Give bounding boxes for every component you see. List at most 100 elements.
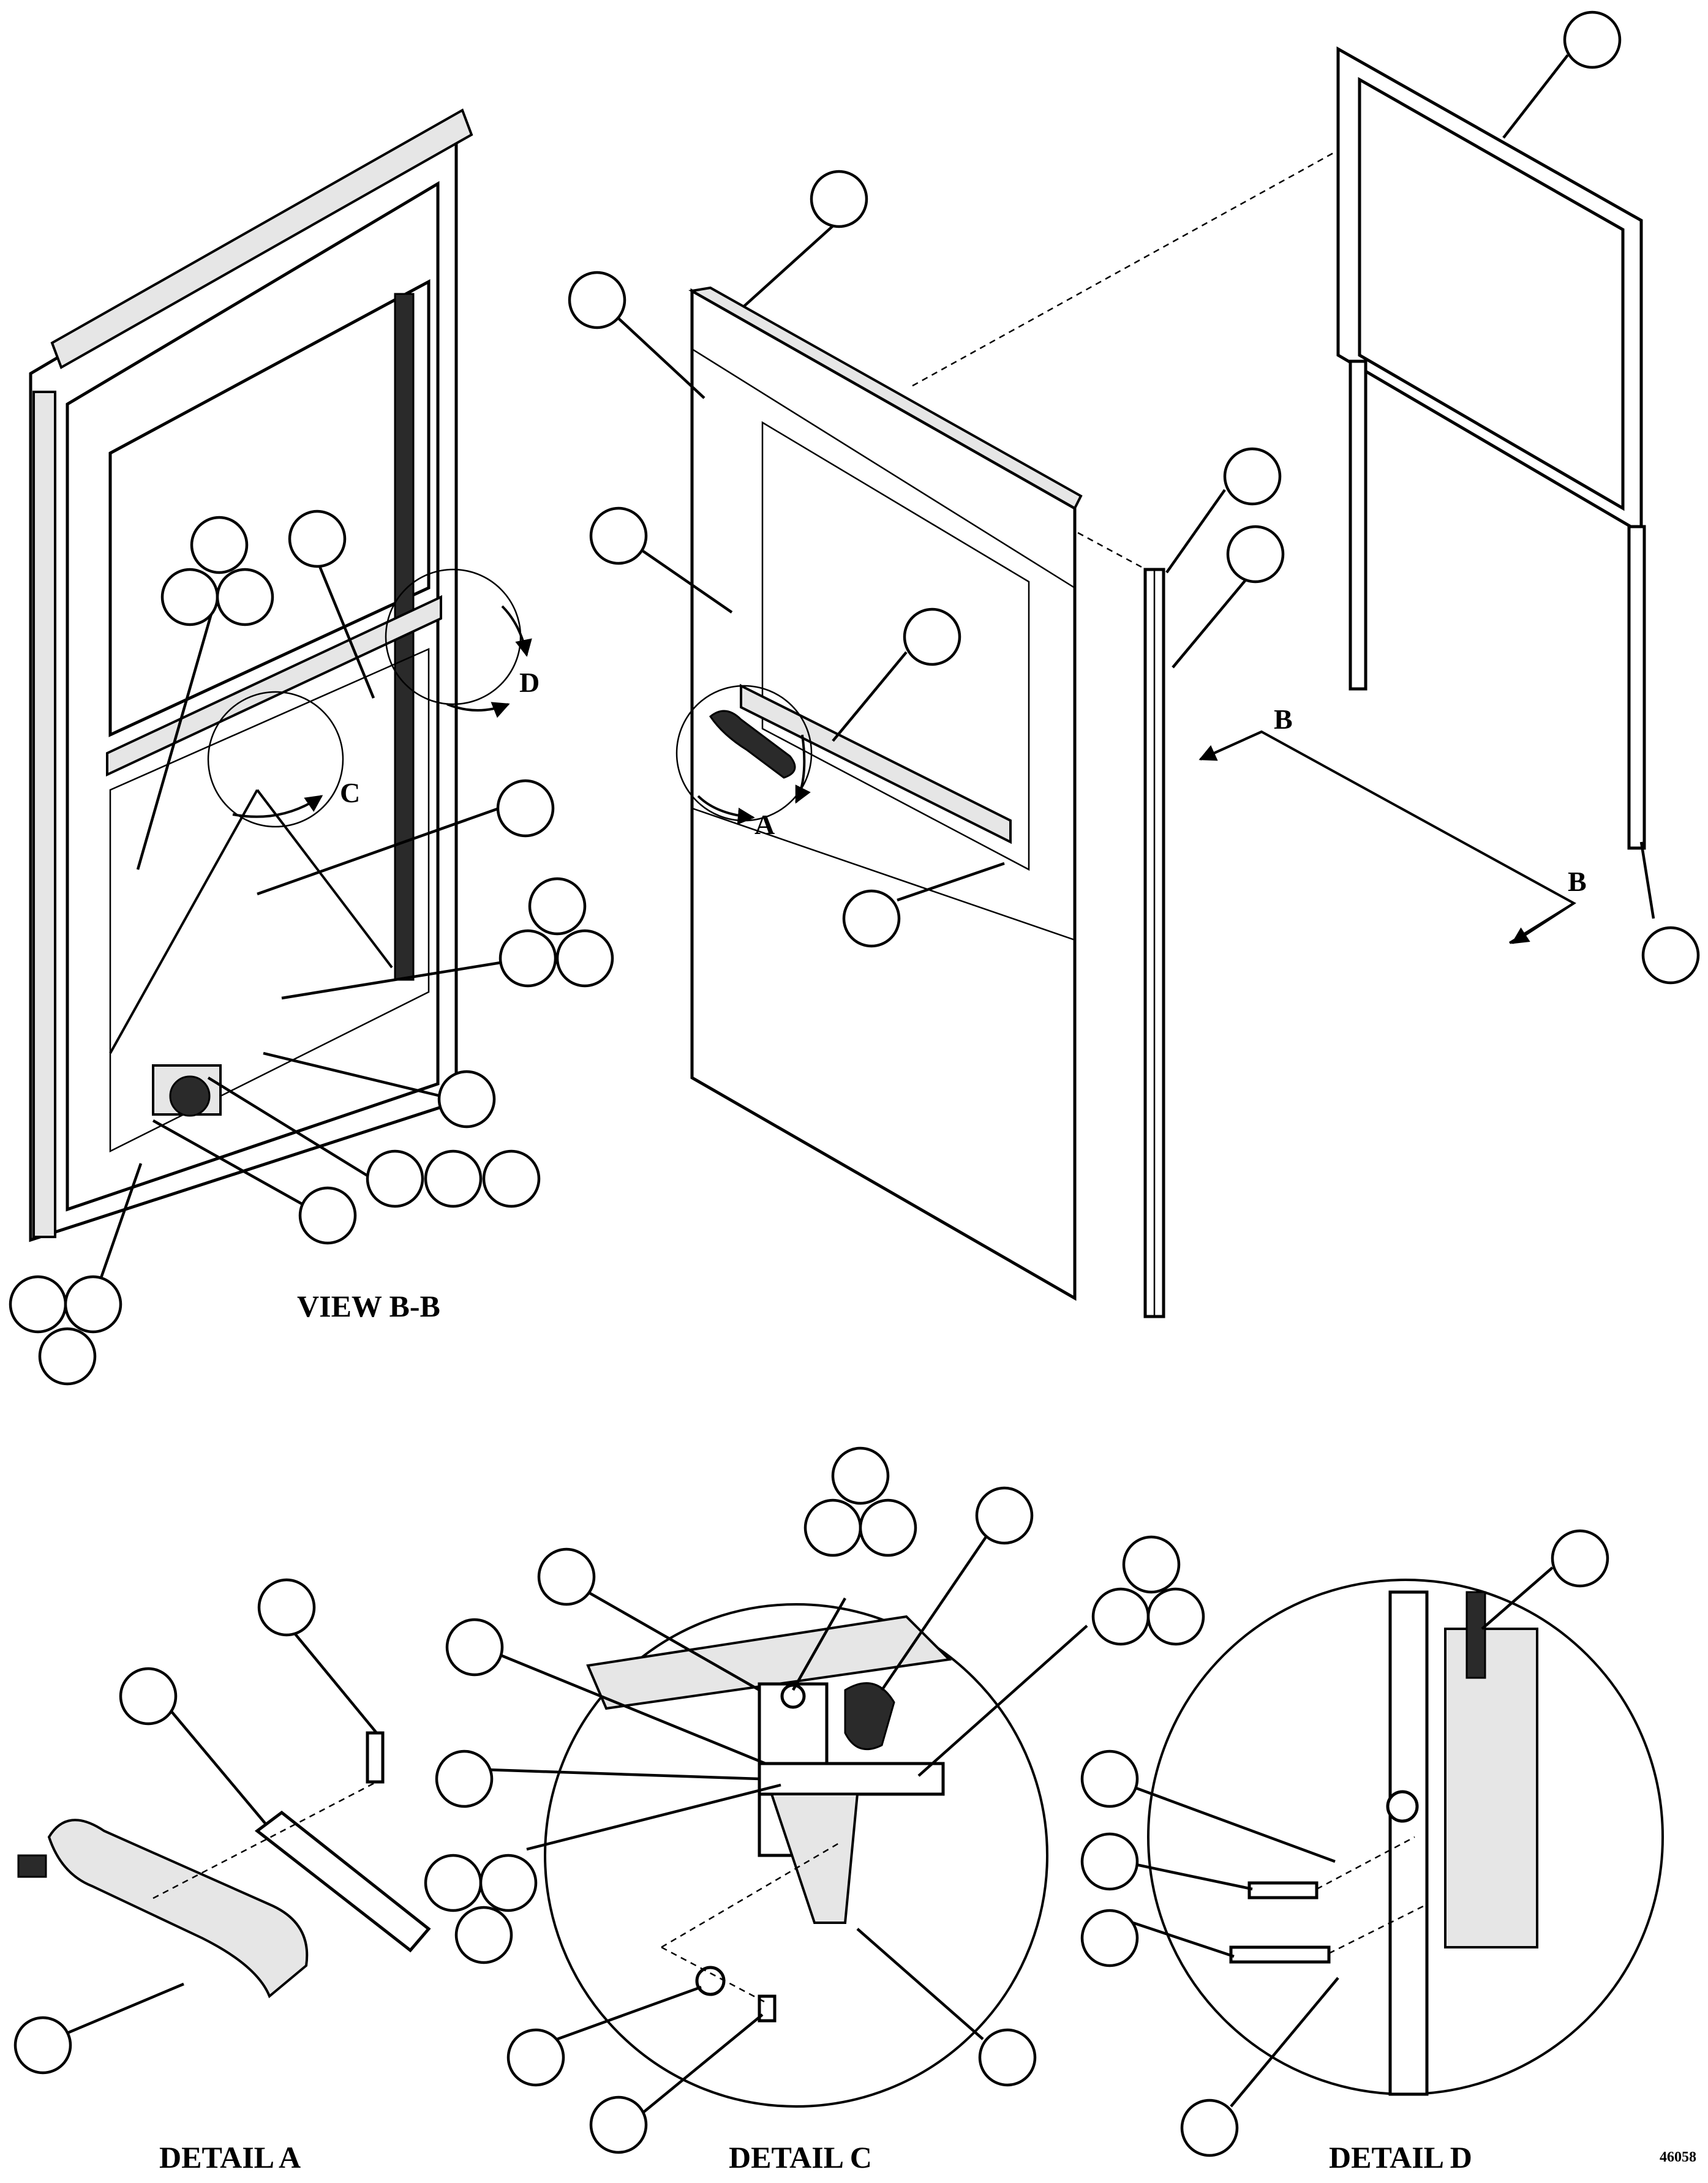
callout-balloon: [810, 170, 868, 228]
callout-balloon: [498, 929, 557, 988]
callout-balloon: [9, 1275, 67, 1334]
front-door-assembly: [688, 286, 1083, 1301]
callout-balloon: [555, 929, 614, 988]
callout-balloon: [1180, 2098, 1239, 2157]
callout-balloon: [589, 2095, 648, 2154]
view-bb-title: VIEW B-B: [297, 1289, 440, 1323]
detail-a-label: A: [754, 809, 775, 840]
callout-balloon: [38, 1327, 97, 1386]
front-door-top-gasket: [688, 286, 1083, 510]
detail-d-bolt-upper: [1247, 1881, 1319, 1899]
callout-balloon: [1122, 1535, 1181, 1594]
detail-a-title: DETAIL A: [159, 2140, 301, 2174]
callout-balloon: [1080, 1832, 1139, 1891]
callout-balloon: [160, 568, 219, 626]
callout-balloon: [1080, 1749, 1139, 1808]
detail-c-washer: [695, 1966, 726, 1996]
figure-number: 46058: [1660, 2149, 1696, 2165]
handle-strike-plate: [254, 1810, 431, 1953]
detail-c-title: DETAIL C: [729, 2140, 872, 2174]
front-door-panel: [690, 288, 1077, 1301]
detail-d-label: D: [519, 667, 540, 698]
callout-balloon: [437, 1070, 496, 1129]
detail-c-boundary: [544, 1603, 1048, 2108]
front-door-lower-seam: [691, 807, 1075, 941]
detail-d-bushing: [1386, 1790, 1419, 1823]
callout-balloon: [1223, 447, 1282, 506]
front-door-window: [761, 421, 1030, 871]
detail-c-hinge-arm: [770, 1793, 859, 1924]
callout-balloon: [257, 1578, 316, 1637]
callout-balloon: [454, 1906, 513, 1964]
detail-c-rail: [586, 1615, 952, 1710]
callout-balloon: [482, 1149, 541, 1208]
callout-balloon: [803, 1498, 862, 1557]
front-door-handle: [709, 710, 796, 779]
callout-balloon: [831, 1446, 890, 1505]
callout-balloon: [366, 1149, 424, 1208]
callout-balloon: [1146, 1587, 1205, 1646]
callout-balloon: [435, 1749, 494, 1808]
callout-balloon: [589, 506, 648, 565]
front-door-upper-seam: [691, 348, 1075, 589]
detail-d-hinge-channel: [1388, 1590, 1429, 2096]
callout-balloon: [1551, 1529, 1609, 1588]
detail-d-title: DETAIL D: [1329, 2140, 1472, 2174]
callout-balloon: [978, 2028, 1037, 2087]
section-b-label-top: B: [1274, 704, 1293, 735]
callout-balloon: [190, 516, 249, 574]
gasket-callouts: [1502, 10, 1700, 985]
callout-balloon: [216, 568, 274, 626]
callout-balloon: [1091, 1587, 1150, 1646]
detail-c-view: [544, 1603, 1048, 2108]
callout-balloon: [975, 1486, 1034, 1545]
section-b-label-bottom: B: [1568, 866, 1587, 897]
alignment-line-hinge: [1077, 532, 1158, 577]
callout-balloon: [1226, 525, 1285, 584]
alignment-line-gasket: [912, 146, 1345, 387]
detail-d-latch-plate: [1444, 1628, 1538, 1948]
callout-balloon: [528, 877, 587, 936]
piano-hinge: [1143, 568, 1165, 1318]
hinge-callouts: [1165, 447, 1285, 669]
detail-c-label: C: [340, 777, 360, 808]
view-bb-callouts: [9, 509, 614, 1386]
detail-c-callouts: [424, 1446, 1205, 2154]
rear-door-latch-gear: [169, 1075, 211, 1117]
detail-d-view: [1147, 1579, 1664, 2096]
detail-d-callouts: [1080, 1529, 1609, 2157]
callout-balloon: [842, 889, 901, 948]
door-gasket-frame: [1336, 46, 1646, 850]
handle-pin: [366, 1731, 385, 1784]
gasket-right-leg: [1627, 525, 1646, 850]
callout-balloon: [64, 1275, 122, 1334]
callout-balloon: [496, 779, 555, 838]
detail-c-pivot: [844, 1682, 895, 1751]
callout-balloon: [298, 1186, 357, 1245]
callout-balloon: [568, 271, 626, 329]
gasket-left-leg: [1349, 359, 1368, 691]
rear-door-rod-left: [109, 789, 258, 1054]
callout-balloon: [1080, 1909, 1139, 1967]
callout-balloon: [479, 1854, 538, 1912]
callout-balloon: [1563, 10, 1622, 69]
detail-d-bolt-lower: [1229, 1945, 1331, 1964]
callout-balloon: [506, 2028, 565, 2087]
detail-a-marker: A: [675, 685, 813, 840]
callout-balloon: [288, 509, 347, 568]
detail-c-plate: [758, 1762, 945, 1796]
detail-a-callouts: [13, 1578, 378, 2075]
rear-door-lower-panel: [109, 648, 430, 1153]
front-door-latch-bar: [740, 683, 1012, 844]
detail-d-latch-bar: [1465, 1591, 1486, 1679]
gasket-inner-loop: [1358, 77, 1625, 511]
callout-balloon: [903, 607, 961, 666]
callout-balloon: [13, 2016, 72, 2075]
rear-door-hinge-strip: [32, 391, 56, 1238]
rear-door-latch-rail: [106, 595, 442, 777]
handle-key: [17, 1854, 47, 1878]
rear-door-rod-right: [256, 789, 393, 969]
callout-balloon: [537, 1547, 596, 1606]
detail-c-bolt: [780, 1683, 806, 1709]
callout-balloon: [1641, 926, 1700, 985]
